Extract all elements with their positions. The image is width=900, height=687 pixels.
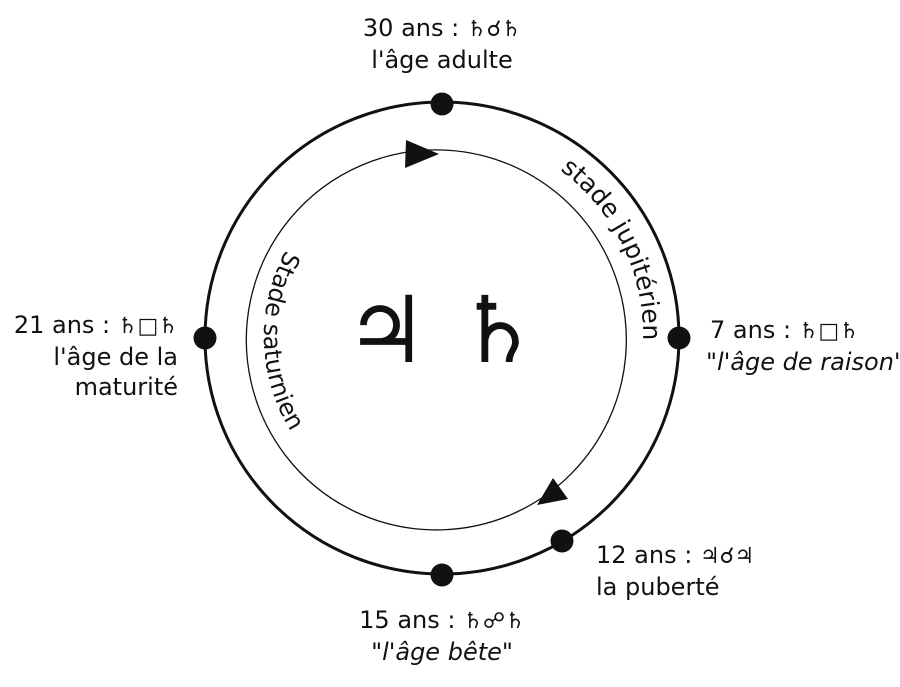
jupiter-conjunction-icon: ♃☌♃ xyxy=(699,544,755,569)
age-30-desc: l'âge adulte xyxy=(371,46,513,74)
node-dot-21 xyxy=(193,326,217,350)
age-21-desc-line2: maturité xyxy=(74,373,178,401)
node-label-12: 12 ans : ♃☌♃ la puberté xyxy=(596,540,754,602)
arrow-head-bottom xyxy=(537,478,568,505)
node-dot-15 xyxy=(430,563,454,587)
age-7-desc: "l'âge de raison" xyxy=(706,348,900,376)
node-label-7: 7 ans : ♄□♄ "l'âge de raison" xyxy=(706,315,900,377)
age-12-text: 12 ans : xyxy=(596,541,693,569)
square-aspect-icon-21: ♄□♄ xyxy=(117,314,178,339)
age-30-text: 30 ans : xyxy=(362,14,460,42)
node-label-15: 15 ans : ♄☍♄ "l'âge bête" xyxy=(332,605,552,667)
age-7-text: 7 ans : xyxy=(710,316,792,344)
opposition-aspect-icon: ♄☍♄ xyxy=(463,609,525,634)
node-label-30: 30 ans : ♄☌♄ l'âge adulte xyxy=(332,13,552,75)
inner-arc-saturn xyxy=(245,149,524,531)
node-dot-30 xyxy=(430,92,454,116)
node-dot-12 xyxy=(550,529,574,553)
conjunction-aspect-icon: ♄☌♄ xyxy=(466,17,522,42)
square-aspect-icon: ♄□♄ xyxy=(798,319,859,344)
inner-arc-jupiter xyxy=(441,149,627,510)
age-15-desc: "l'âge bête" xyxy=(371,638,513,666)
arrow-head-top xyxy=(405,140,439,168)
age-15-text: 15 ans : xyxy=(359,606,456,634)
node-label-21: 21 ans : ♄□♄ l'âge de la maturité xyxy=(0,310,178,402)
jupiter-stage-label: stade jupitérien xyxy=(556,152,666,341)
age-21-desc-line1: l'âge de la xyxy=(53,343,178,371)
age-12-desc: la puberté xyxy=(596,573,720,601)
age-21-text: 21 ans : xyxy=(13,311,111,339)
center-planet-symbols: ♃ ♄ xyxy=(345,277,539,384)
saturn-stage-label: Stade saturnien xyxy=(258,247,310,434)
node-dot-7 xyxy=(667,326,691,350)
